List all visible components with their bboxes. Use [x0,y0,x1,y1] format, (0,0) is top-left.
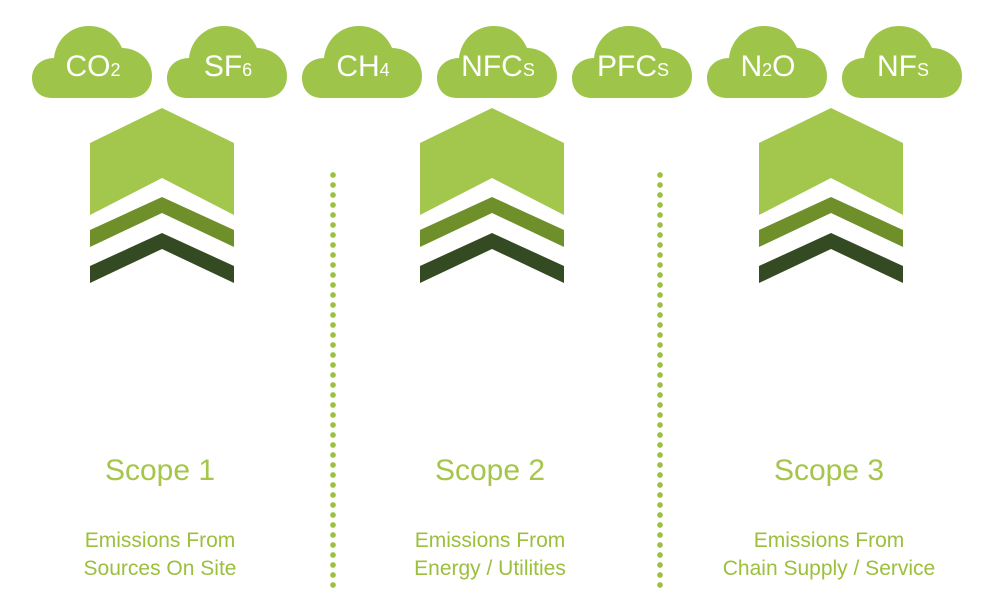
cloud-icon [572,26,692,98]
scope-2-desc-line1: Emissions From [414,529,566,552]
gas-label-sf6: SF6 [203,50,253,83]
cloud-icon [32,26,152,98]
gas-label-nfs: NFS [876,50,929,83]
scope-3-column: Scope 3 Emissions From Chain Supply / Se… [679,105,979,614]
chevron-up-icon [420,108,564,283]
gas-label-nfcs: NFCS [461,50,535,83]
scope-3-desc-line1: Emissions From [753,529,905,552]
scope-2-title: Scope 2 [434,454,546,487]
cloud-nfs: NFS [842,20,964,100]
cloud-n2o: N2O [707,20,829,100]
scope-3-title: Scope 3 [773,454,885,487]
cloud-icon [437,26,557,98]
scope-2-description: Emissions From Energy / Utilities [340,527,640,583]
cloud-nfcs: NFCS [437,20,559,100]
scope-1-desc-line1: Emissions From [84,529,236,552]
cloud-ch4: CH4 [302,20,424,100]
gas-label-n2o: N2O [740,50,796,83]
cloud-icon [302,26,422,98]
gas-label-pfcs: PFCS [596,50,669,83]
scope-1-description: Emissions From Sources On Site [10,527,310,583]
scope-3-description: Emissions From Chain Supply / Service [679,527,979,583]
gas-label-ch4: CH4 [336,50,390,83]
cloud-icon [167,26,287,98]
cloud-icon [707,26,827,98]
cloud-icon [842,26,962,98]
cloud-co2: CO2 [32,20,154,100]
scope-2-desc-line2: Energy / Utilities [414,557,566,580]
cloud-pfcs: PFCS [572,20,694,100]
dotted-divider-1 [330,170,336,590]
scope-1-title: Scope 1 [104,454,216,487]
chevron-up-icon [759,108,903,283]
gas-label-co2: CO2 [65,50,121,83]
scope-2-column: Scope 2 Emissions From Energy / Utilitie… [340,105,640,614]
chevron-up-icon [90,108,234,283]
scope-1-column: Scope 1 Emissions From Sources On Site [10,105,310,614]
cloud-sf6: SF6 [167,20,289,100]
dotted-divider-2 [657,170,663,590]
scope-1-desc-line2: Sources On Site [83,557,237,580]
scope-3-desc-line2: Chain Supply / Service [722,557,936,580]
